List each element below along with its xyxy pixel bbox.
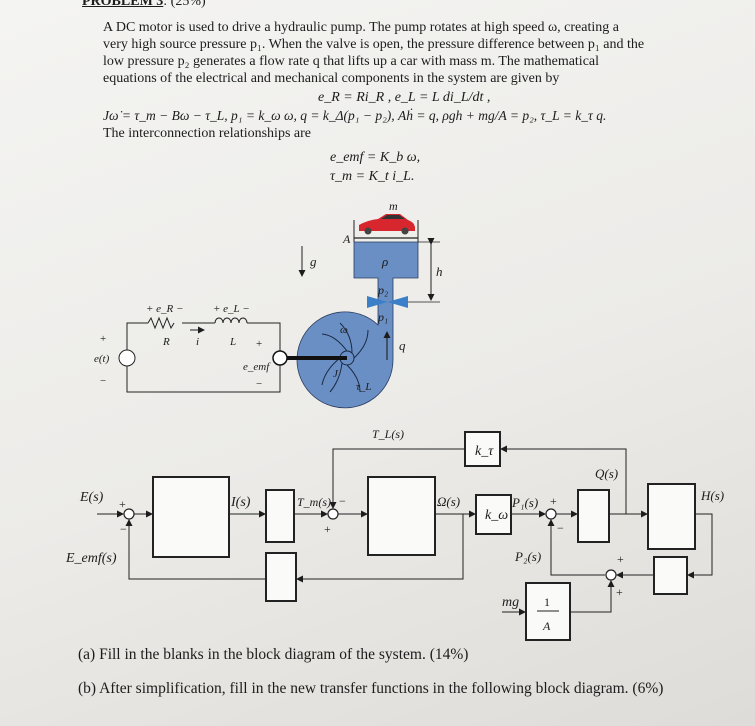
sign: + [324,522,331,536]
mass-label: m [389,199,398,213]
problem-header: PROBLEM 3: (25%) [82,0,206,10]
summing-junction-3 [545,508,557,520]
question-a: (a) Fill in the blanks in the block diag… [78,646,469,663]
source-label: e(t) [94,353,110,365]
signal-Tm: T_m(s) [297,495,331,509]
blank-block-pressure[interactable] [653,556,688,595]
p2-label: p₂ [377,283,388,297]
signal-TL: T_L(s) [372,427,404,441]
k-tau-label: k_τ [475,444,494,459]
sign: + [550,494,557,508]
equation-emf: e_emf = K_b ω, [330,150,421,165]
signal-E: E(s) [79,490,104,505]
area-label: A [342,232,351,246]
p1-label: p₁ [377,310,388,324]
sign: − [339,494,346,508]
signal-Q: Q(s) [595,466,618,481]
problem-weight: : (25%) [163,0,206,9]
blank-block-height[interactable] [647,483,696,550]
paragraph-line: A DC motor is used to drive a hydraulic … [103,20,619,35]
resistor-label: R [162,336,170,348]
sign: + [617,552,624,566]
circuit [118,316,281,393]
sign: + [119,497,126,511]
source-minus: − [100,375,106,387]
equation-electrical: e_R = Ri_R , e_L = L di_L/dt , [318,90,491,105]
problem-number: PROBLEM 3 [82,0,164,9]
sign: + [616,585,623,599]
blank-block-flow[interactable] [577,489,610,543]
question-b: (b) After simplification, fill in the ne… [78,680,664,697]
k-omega-block [475,494,512,535]
summing-junction-2 [327,508,339,520]
k-omega-label: k_ω [485,508,508,523]
sign: − [120,522,127,536]
signal-mg: mg [502,595,519,610]
inertia-label: J [333,368,339,380]
valve-icon [367,296,408,308]
load-torque-label: τ_L [356,381,372,393]
emf-label: e_emf [243,361,271,373]
inverse-area-denominator: A [542,619,551,633]
source-plus: + [100,333,106,345]
gravity-label: g [310,254,317,269]
signal-H: H(s) [700,488,724,503]
signal-P2: P₂(s) [514,549,541,564]
fluid-body [296,241,419,409]
k-tau-block [464,431,501,467]
flow-label: q [399,338,406,353]
paragraph-line: low pressure p₂ generates a flow rate q … [103,54,600,69]
sign: − [557,521,564,535]
signal-Eemf: E_emf(s) [65,551,117,566]
inverse-area-numerator: 1 [544,595,550,609]
emf-plus: + [256,338,262,350]
summing-junction-4 [605,569,617,581]
impeller-icon [321,322,369,393]
inverse-area-block [525,582,571,641]
summing-junction-1 [123,508,135,520]
height-label: h [436,264,443,279]
omega-label: ω [340,324,348,336]
blank-block-back-emf[interactable] [265,552,297,602]
paragraph-line: equations of the electrical and mechanic… [103,71,560,86]
equation-mechanical: Jω̇ = τ_m − Bω − τ_L, p₁ = k_ω ω, q = k_… [103,108,607,123]
blank-block-torque-constant[interactable] [265,489,295,543]
paragraph-line: very high source pressure p₁. When the v… [103,37,645,52]
signal-I: I(s) [230,495,251,510]
current-label: i [196,336,199,348]
equation-torque: τ_m = K_t i_L. [330,169,415,184]
block-diagram-wires [97,445,713,616]
inductor-label: L [229,336,236,348]
signal-Omega: Ω(s) [437,494,460,509]
inductor-voltage-label: + e_L − [213,303,250,315]
signal-P1: P₁(s) [511,495,538,510]
density-label: ρ [381,254,388,269]
emf-minus: − [256,378,262,390]
motor-icon [272,350,288,366]
blank-block-mechanical[interactable] [367,476,436,556]
resistor-voltage-label: + e_R − [146,303,183,315]
car-icon [359,214,415,235]
interconnection-intro: The interconnection relationships are [103,126,311,141]
blank-block-electrical[interactable] [152,476,230,558]
